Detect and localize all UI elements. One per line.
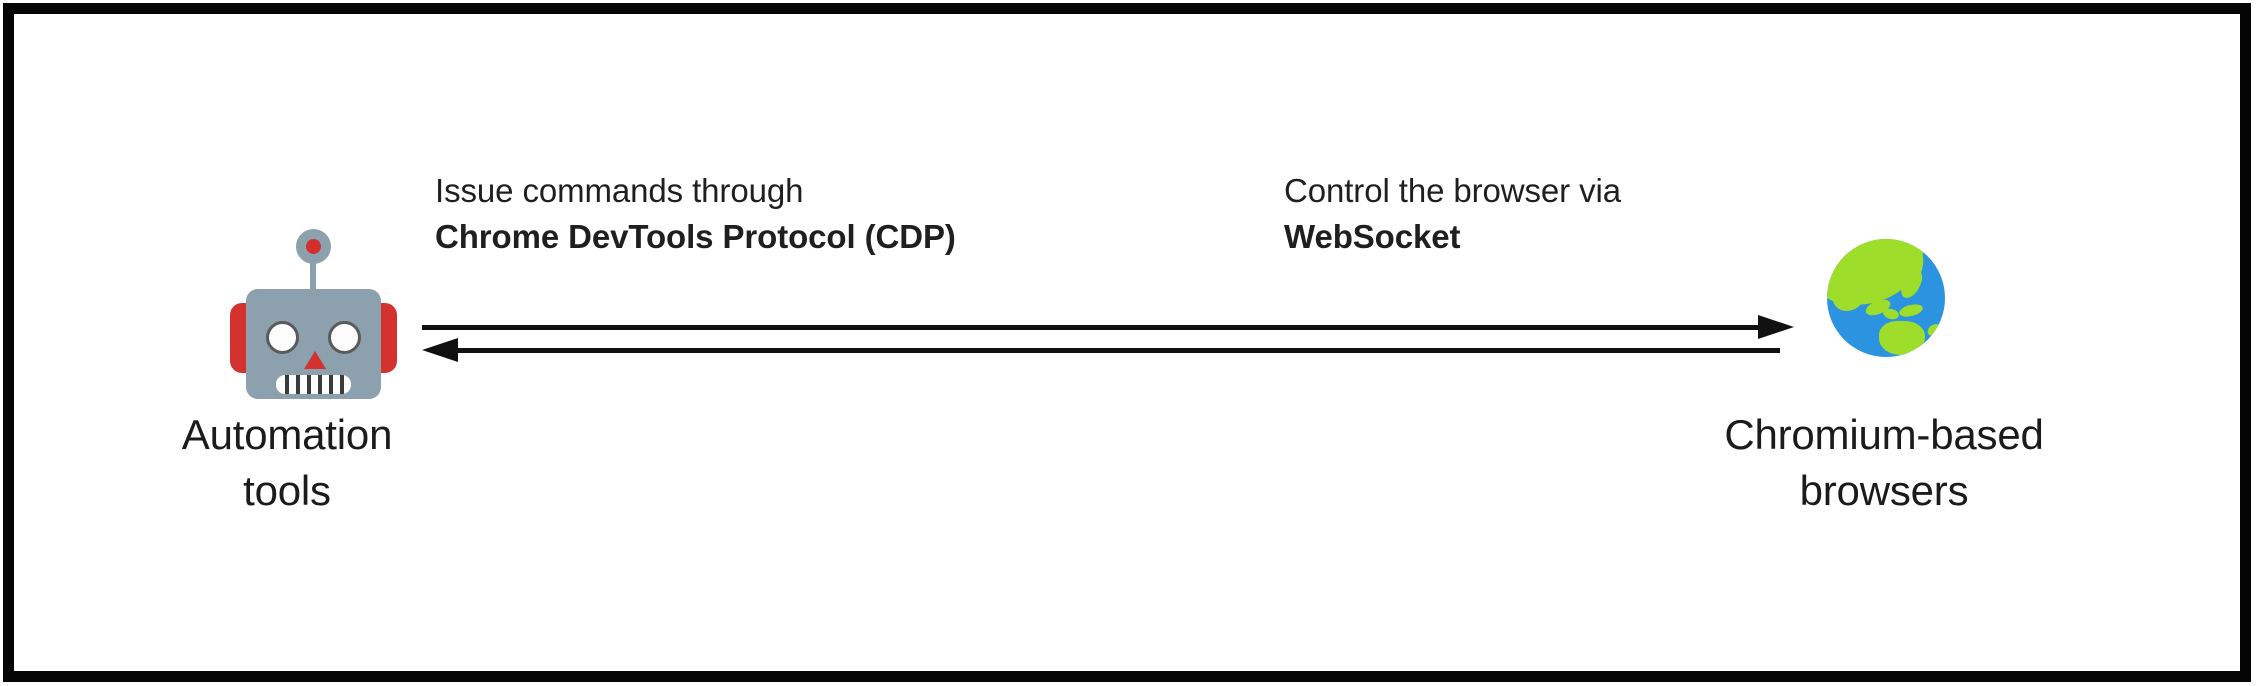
robot-antenna-stem bbox=[310, 255, 316, 301]
node-label-line-2: tools bbox=[243, 467, 331, 514]
robot-eye-right bbox=[328, 321, 361, 354]
robot-tooth bbox=[296, 375, 300, 394]
robot-eye-left bbox=[266, 321, 299, 354]
connection-label-websocket-line-2: WebSocket bbox=[1284, 218, 1461, 255]
arrow-backward-head-icon bbox=[422, 338, 458, 362]
robot-tooth bbox=[318, 375, 322, 394]
globe-land-borneo bbox=[1882, 307, 1900, 321]
robot-tooth bbox=[285, 375, 289, 394]
robot-mouth bbox=[276, 375, 351, 394]
globe-land-india bbox=[1833, 285, 1863, 311]
globe-land-new-zealand bbox=[1925, 321, 1943, 339]
node-chromium-browsers: Chromium-based browsers bbox=[1664, 229, 2104, 549]
connection-arrows bbox=[422, 314, 1794, 370]
connection-label-cdp-line-2: Chrome DevTools Protocol (CDP) bbox=[435, 218, 956, 255]
connection-label-websocket-line-1: Control the browser via bbox=[1284, 172, 1622, 209]
arrow-forward-head-icon bbox=[1758, 315, 1794, 339]
connection-label-websocket: Control the browser via WebSocket bbox=[1284, 168, 1621, 260]
robot-nose bbox=[304, 351, 326, 369]
node-label-chromium-browsers: Chromium-based browsers bbox=[1664, 407, 2104, 519]
node-label-line-1: Chromium-based bbox=[1724, 411, 2044, 458]
diagram-frame: Automation tools Chromium-based browsers bbox=[3, 3, 2251, 682]
node-label-automation-tools: Automation tools bbox=[122, 407, 452, 519]
globe-icon bbox=[1827, 239, 1945, 357]
robot-icon bbox=[226, 229, 401, 399]
robot-tooth bbox=[307, 375, 311, 394]
robot-head bbox=[246, 289, 381, 399]
globe-land-new-guinea bbox=[1898, 302, 1924, 319]
node-label-line-2: browsers bbox=[1799, 467, 1969, 514]
arrow-forward-line bbox=[422, 325, 1770, 330]
node-label-line-1: Automation bbox=[181, 411, 393, 458]
arrow-backward-line bbox=[440, 348, 1780, 353]
node-automation-tools: Automation tools bbox=[122, 229, 452, 549]
robot-tooth bbox=[340, 375, 344, 394]
connection-label-cdp: Issue commands through Chrome DevTools P… bbox=[435, 168, 956, 260]
globe-land-australia bbox=[1879, 321, 1925, 355]
robot-tooth bbox=[329, 375, 333, 394]
connection-label-cdp-line-1: Issue commands through bbox=[435, 172, 804, 209]
